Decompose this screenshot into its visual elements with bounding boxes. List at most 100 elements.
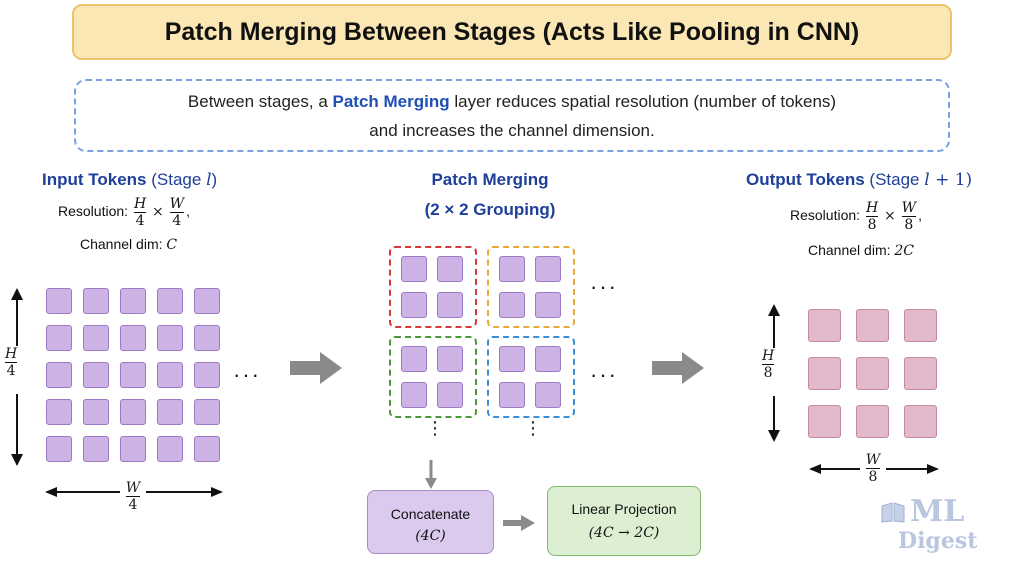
token-square <box>194 325 220 351</box>
fraction-denominator: 8 <box>867 217 877 233</box>
token-square <box>46 436 72 462</box>
token-square <box>401 346 427 372</box>
token-square <box>401 256 427 282</box>
fraction-numerator: H <box>762 348 775 364</box>
fraction-denominator: 4 <box>172 213 182 229</box>
book-icon <box>881 502 905 523</box>
output-stage-rest: + 1) <box>929 170 973 190</box>
token-square <box>157 325 183 351</box>
linear-projection-value: (4C → 2C) <box>588 525 660 541</box>
channel-value: 2C <box>894 243 915 259</box>
token-square <box>83 399 109 425</box>
token-square <box>499 292 525 318</box>
fraction-bar <box>5 362 18 363</box>
merging-ellipsis-mid: ··· <box>590 362 618 387</box>
description-box: Between stages, a Patch Merging layer re… <box>74 79 950 152</box>
token-square <box>83 362 109 388</box>
channel-label: Channel dim: <box>80 236 163 252</box>
token-square <box>83 436 109 462</box>
token-square <box>157 362 183 388</box>
page-title: Patch Merging Between Stages (Acts Like … <box>164 17 860 46</box>
input-token-grid <box>46 288 222 466</box>
flow-arrow-down <box>425 460 437 489</box>
token-square <box>194 436 220 462</box>
token-square <box>808 309 841 342</box>
resolution-label: Resolution: <box>790 207 861 224</box>
description-line-2: and increases the channel dimension. <box>369 121 655 140</box>
merging-subheading: (2 × 2 Grouping) <box>424 200 556 219</box>
ml-digest-logo: ML Digest <box>880 496 990 558</box>
token-square <box>499 382 525 408</box>
token-square <box>437 292 463 318</box>
fraction-bar <box>169 212 185 213</box>
concatenate-label: Concatenate <box>390 506 471 522</box>
token-square <box>83 288 109 314</box>
merge-group-blue <box>487 336 575 418</box>
description-highlight: Patch Merging <box>332 92 450 111</box>
channel-value: C <box>166 237 178 253</box>
merging-ellipsis-top: ··· <box>590 274 618 299</box>
input-channel: Channel dim: C <box>80 236 177 253</box>
token-square <box>535 382 561 408</box>
merging-vdots-right: ⋮ <box>524 418 542 438</box>
merging-vdots-left: ⋮ <box>426 418 444 438</box>
token-square <box>120 436 146 462</box>
token-square <box>904 357 937 390</box>
input-heading: Input Tokens (Stage l) <box>42 170 217 190</box>
logo-text-digest: Digest <box>898 528 978 554</box>
channel-label: Channel dim: <box>808 242 891 258</box>
comma: , <box>918 207 922 224</box>
token-square <box>437 346 463 372</box>
output-token-grid <box>808 309 938 439</box>
input-ellipsis: ··· <box>233 362 261 387</box>
token-square <box>120 325 146 351</box>
output-stage-label: (Stage <box>869 170 925 189</box>
fraction-bar <box>133 212 147 213</box>
fraction-numerator: W <box>865 452 881 468</box>
token-square <box>401 292 427 318</box>
fraction-numerator: W <box>901 200 917 216</box>
token-square <box>157 399 183 425</box>
merge-group-green <box>389 336 477 418</box>
input-stage-label: (Stage <box>151 170 207 189</box>
token-square <box>401 382 427 408</box>
resolution-label: Resolution: <box>58 203 129 220</box>
token-square <box>856 405 889 438</box>
token-square <box>120 288 146 314</box>
token-square <box>499 346 525 372</box>
flow-arrow-right-small <box>503 515 535 531</box>
token-square <box>535 256 561 282</box>
token-square <box>120 362 146 388</box>
concatenate-value: (4C) <box>415 528 446 544</box>
token-square <box>535 292 561 318</box>
output-heading: Output Tokens (Stage l + 1) <box>746 170 972 190</box>
token-square <box>856 357 889 390</box>
logo-text-ml: ML <box>910 494 965 529</box>
times-sign: × <box>152 204 164 221</box>
fraction-denominator: 8 <box>904 217 914 233</box>
fraction-bar <box>865 468 881 469</box>
token-square <box>808 405 841 438</box>
token-square <box>437 256 463 282</box>
fraction-numerator: H <box>865 200 879 216</box>
input-stage-close: ) <box>211 170 218 189</box>
flow-arrow-right <box>290 352 342 384</box>
fraction-bar <box>125 496 141 497</box>
fraction-numerator: W <box>125 480 141 496</box>
fraction-bar <box>762 364 775 365</box>
fraction-denominator: 8 <box>763 365 773 381</box>
token-square <box>157 436 183 462</box>
title-banner: Patch Merging Between Stages (Acts Like … <box>72 4 952 60</box>
fraction-bar <box>901 216 917 217</box>
linear-projection-box: Linear Projection (4C → 2C) <box>547 486 701 556</box>
fraction-denominator: 8 <box>868 469 878 485</box>
